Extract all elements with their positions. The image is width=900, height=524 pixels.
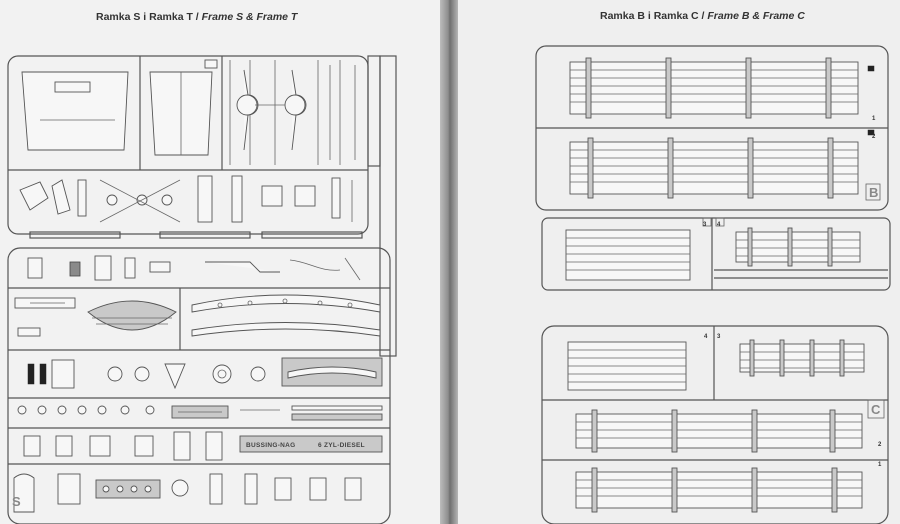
sprue-frame-c <box>541 325 889 524</box>
part-c2-slat-panel <box>575 409 863 453</box>
sprue-s-t-drawing: BUSSING-NAG 6 ZYL-DIESEL S <box>7 55 397 524</box>
part-number-b4: 4 <box>717 222 721 228</box>
part-c3-crate-side <box>739 339 865 377</box>
part-spindle-right <box>284 94 306 116</box>
part-long-rod <box>291 413 383 421</box>
sprue-b-c-drawing: B <box>535 45 891 524</box>
part-number-c4: 4 <box>704 334 708 340</box>
emboss-bussing-nag: BUSSING-NAG <box>246 442 296 449</box>
part-leaf-spring-rear-2 <box>191 322 381 337</box>
part-leaf-spring-rear-1 <box>191 294 381 313</box>
frame-letter-c: C <box>871 402 881 417</box>
title-english: Frame B & Frame C <box>707 10 805 22</box>
book-spine-gutter <box>440 0 458 524</box>
emboss-diesel-label: 6 ZYL-DIESEL <box>318 442 365 449</box>
part-number-c1: 1 <box>878 462 882 468</box>
part-number-b2: 2 <box>872 134 876 140</box>
part-number-b1: 1 <box>872 116 876 122</box>
instruction-page-right: Ramka B i Ramka C / Frame B & Frame C <box>458 0 900 524</box>
part-hood-panel <box>21 71 129 151</box>
part-spindle-left <box>236 94 258 116</box>
part-valve-row <box>17 405 155 415</box>
part-number-b3: 3 <box>703 222 707 228</box>
title-english: Frame S & Frame T <box>201 11 298 23</box>
frame-b-c-title: Ramka B i Ramka C / Frame B & Frame C <box>600 10 805 22</box>
title-polish: Ramka B i Ramka C / <box>600 10 705 22</box>
part-nameplate <box>239 435 383 453</box>
part-b3-crate-side <box>565 229 691 281</box>
part-number-c2: 2 <box>878 442 882 448</box>
part-square-bracket-1 <box>261 185 283 207</box>
corner-mark-s: S <box>12 494 21 509</box>
part-b1-slat-panel <box>569 57 859 119</box>
frame-s-t-title: Ramka S i Ramka T / Frame S & Frame T <box>96 11 297 23</box>
sprue-frame-t <box>7 247 391 524</box>
title-polish: Ramka S i Ramka T / <box>96 11 199 23</box>
part-square-bracket-2 <box>294 185 316 207</box>
part-b2-slat-panel <box>569 137 859 199</box>
part-panel-slot <box>54 81 91 93</box>
part-leaf-spring-front <box>87 300 177 331</box>
part-c4-crate-side <box>567 341 687 391</box>
frame-letter-b: B <box>869 185 878 200</box>
part-c1-slat-panel <box>575 467 863 513</box>
instruction-page-left: Ramka S i Ramka T / Frame S & Frame T <box>0 0 440 524</box>
part-number-c3: 3 <box>717 334 721 340</box>
part-gear-wheel <box>212 364 232 384</box>
part-b4-crate-side <box>735 227 861 267</box>
